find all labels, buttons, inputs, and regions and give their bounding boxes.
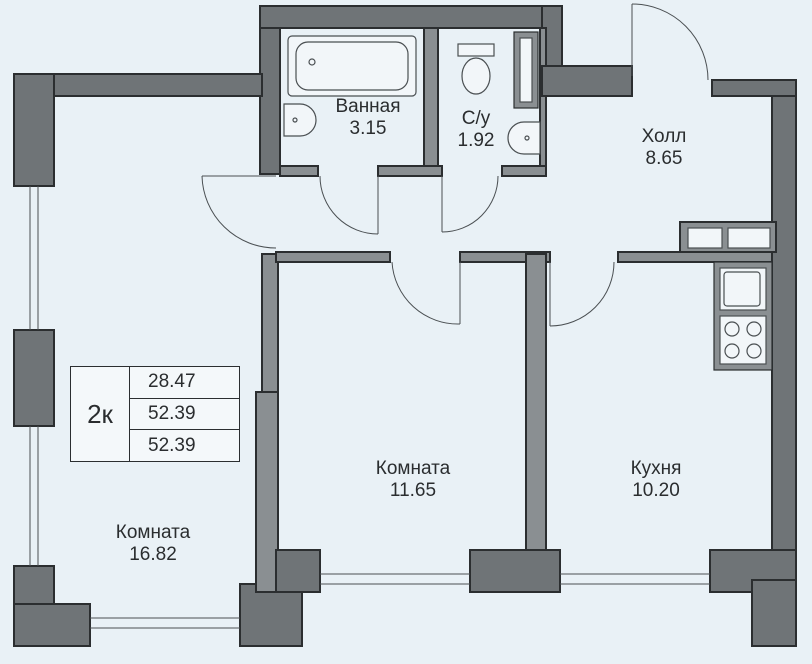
toilet-bowl [461, 57, 491, 95]
wall-bath-bottom-2 [377, 165, 443, 177]
wall-kitchen-top [617, 251, 779, 263]
area-summary-table: 2к 28.47 52.39 52.39 [70, 366, 240, 462]
wall-hall-top-left [541, 65, 633, 97]
wall-wc-bottom [501, 165, 547, 177]
door-bath [319, 175, 379, 235]
wall-living-partition-lower [255, 391, 279, 593]
wall-bottom-mid-left [239, 583, 303, 647]
wall-bottom-room2-left [275, 549, 321, 593]
room-label-wc: С/у 1.92 [458, 108, 495, 152]
window-left [29, 186, 39, 566]
room-area: 8.65 [645, 148, 683, 169]
room-area: 11.65 [389, 480, 437, 501]
burner-3 [724, 343, 740, 359]
wall-wc-right [539, 27, 547, 175]
room-label-room-2: Комната 11.65 [376, 458, 450, 502]
burner-1 [724, 321, 740, 337]
bath-sink [283, 103, 317, 137]
bathtub-inner [295, 41, 409, 91]
wc-sink-drain [524, 135, 530, 141]
kitchen-sink-bowl [723, 271, 761, 307]
room-name: Кухня [630, 458, 682, 479]
room-label-bathroom: Ванная 3.15 [335, 96, 400, 140]
bath-sink-drain [292, 117, 298, 123]
burner-2 [746, 321, 762, 337]
toilet-tank [457, 43, 495, 57]
vent-shaft-2 [727, 227, 771, 249]
area-values: 28.47 52.39 52.39 [130, 367, 239, 461]
door-wc [441, 175, 499, 233]
wall-bath-divider [423, 27, 439, 175]
room-area: 1.92 [457, 130, 495, 151]
room-area: 10.20 [632, 480, 680, 501]
wall-bath-bottom-1 [279, 165, 319, 177]
wall-left-upper [13, 73, 55, 187]
wall-top-right [711, 79, 797, 97]
door-entrance [631, 3, 709, 81]
wall-left-mid [13, 329, 55, 427]
stove [719, 315, 767, 365]
wall-bath-top [259, 5, 563, 29]
wall-bottom-room2-right [469, 549, 561, 593]
window-bottom-right [560, 573, 710, 585]
room-name: Комната [375, 458, 451, 479]
wall-room2-right [525, 253, 547, 551]
window-bottom-left [90, 617, 240, 629]
room-label-room-1: Комната 16.82 [116, 522, 190, 566]
wall-bottom-right [751, 579, 797, 647]
room-area: 3.15 [349, 118, 387, 139]
door-room2 [391, 261, 461, 325]
room-area: 16.82 [129, 544, 177, 565]
total-area-with-balcony: 52.39 [148, 434, 196, 456]
room-label-kitchen: Кухня 10.20 [631, 458, 682, 502]
room-name: С/у [461, 108, 491, 129]
total-area: 52.39 [130, 399, 239, 431]
vent-shaft [687, 227, 723, 249]
room-name: Холл [641, 126, 687, 147]
wall-bottom-left [13, 603, 91, 647]
living-area: 28.47 [130, 367, 239, 399]
wc-sink [507, 121, 541, 155]
bathtub-drain [308, 58, 316, 66]
burner-4 [746, 343, 762, 359]
wall-room2-top-left [275, 251, 391, 263]
room-name: Ванная [335, 96, 401, 117]
room-name: Комната [115, 522, 191, 543]
room-label-hall: Холл 8.65 [642, 126, 687, 170]
wall-room2-top-right [459, 251, 551, 263]
door-kitchen [549, 261, 615, 327]
door-living [201, 175, 277, 249]
window-bottom-mid [320, 573, 470, 585]
wall-right [771, 79, 797, 581]
wc-riser-inner [519, 37, 533, 103]
apartment-type: 2к [71, 367, 130, 461]
